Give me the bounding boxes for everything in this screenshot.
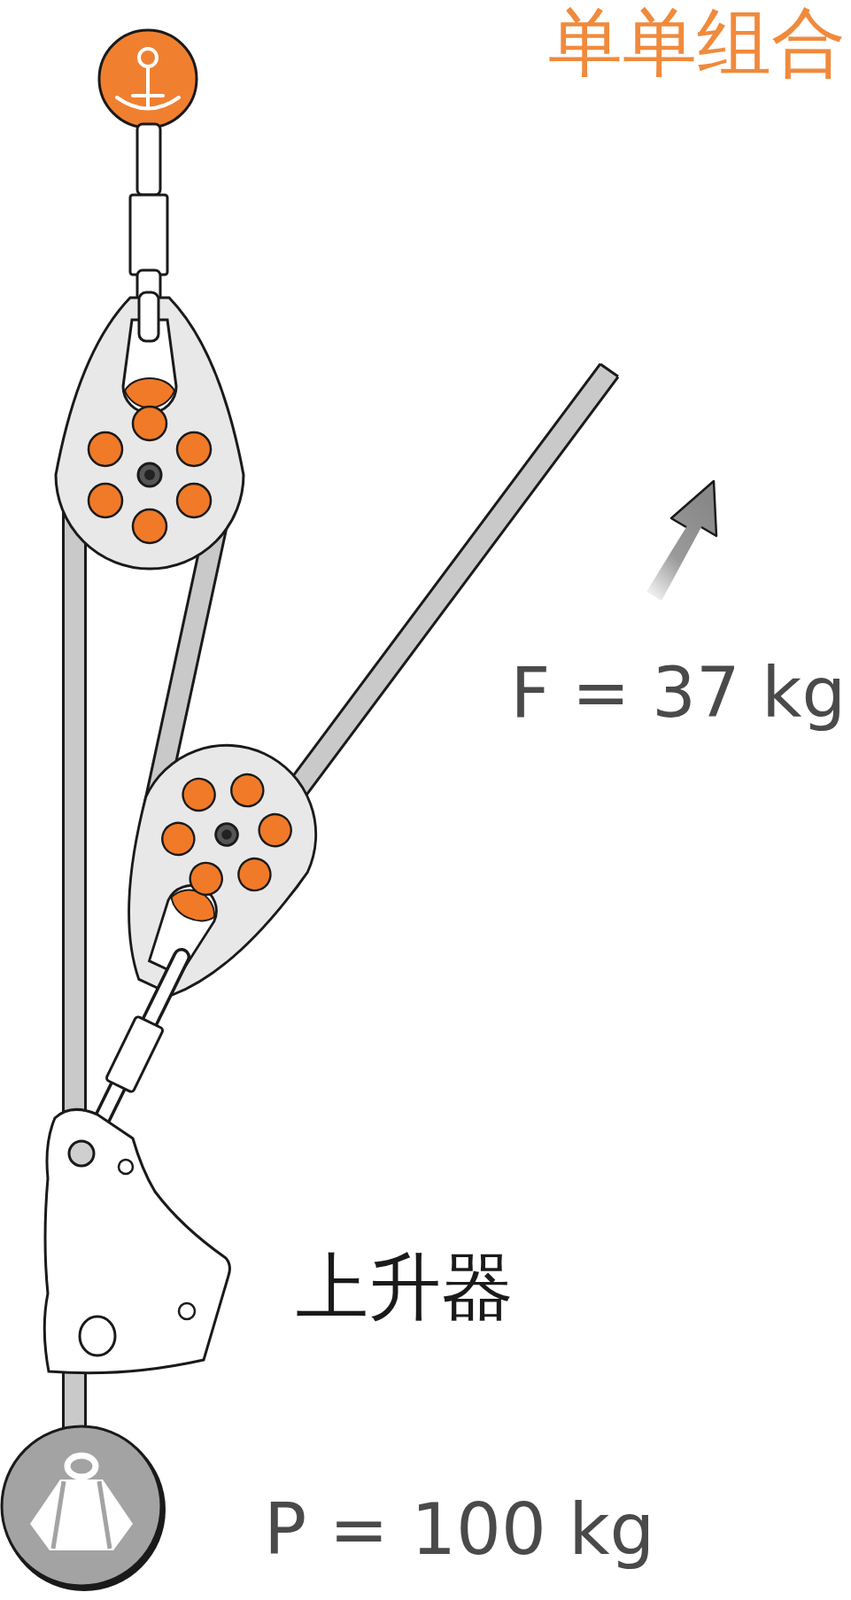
part-name: 上升器 (295, 1246, 514, 1327)
force-label: F = 37 kg (510, 655, 846, 732)
load-label: P = 100 kg (263, 1490, 655, 1569)
diagram-title: 单单组合 (548, 1, 846, 84)
